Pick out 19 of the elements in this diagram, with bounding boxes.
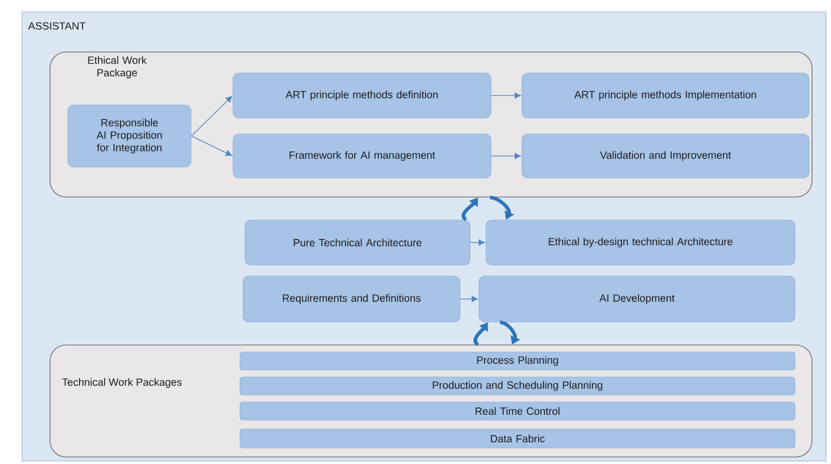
process-box: Validation and Improvement — [522, 134, 810, 178]
process-box: Responsible AI Proposition for Integration — [68, 104, 192, 168]
arrow — [490, 92, 521, 99]
arrow — [190, 136, 232, 156]
arrow — [490, 152, 521, 160]
process-box: Requirements and Definitions — [242, 276, 460, 322]
process-box: Pure Technical Architecture — [244, 220, 470, 266]
package-bar: Data Fabric — [240, 428, 796, 448]
package-bar: Production and Scheduling Planning — [240, 376, 796, 396]
process-box: AI Development — [478, 276, 796, 322]
arrow — [470, 239, 485, 246]
package-bar: Real Time Control — [240, 402, 796, 420]
process-box: ART principle methods definition — [232, 72, 492, 118]
arrow — [460, 296, 478, 302]
process-box: Framework for AI management — [232, 134, 492, 178]
package-bar: Process Planning — [240, 352, 796, 370]
process-box: Ethical by-design technical Architecture — [486, 220, 796, 266]
process-box: ART principle methods Implementation — [522, 72, 810, 118]
arrow — [190, 96, 232, 136]
